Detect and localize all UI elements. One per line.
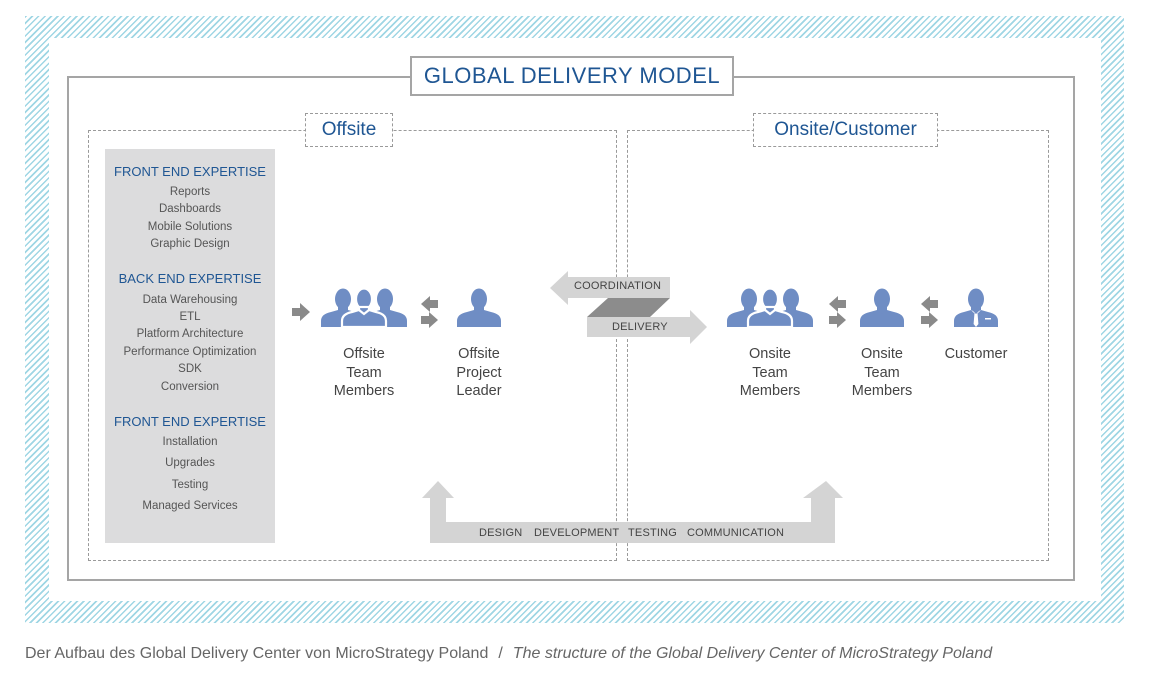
connector-slash (587, 298, 670, 317)
expertise-panel: FRONT END EXPERTISE Reports Dashboards M… (105, 149, 275, 543)
figure-caption: Der Aufbau des Global Delivery Center vo… (25, 645, 992, 663)
expertise-item: Graphic Design (150, 238, 230, 250)
caption-english: The structure of the Global Delivery Cen… (512, 645, 993, 662)
expertise-item: Dashboards (158, 203, 221, 215)
caption-separator: / (498, 645, 503, 662)
double-arrow-icon (829, 296, 846, 328)
coordination-arrow (550, 271, 670, 305)
expertise-heading: BACK END EXPERTISE (118, 271, 262, 286)
expertise-heading: FRONT END EXPERTISE (114, 164, 266, 179)
expertise-item: Managed Services (142, 500, 238, 512)
customer-label: Customer (944, 346, 1008, 362)
band-label-communication: COMMUNICATION (687, 527, 785, 539)
diagram-title: GLOBAL DELIVERY MODEL (410, 56, 734, 96)
band-label-design: DESIGN (479, 527, 523, 539)
onsite-team-icon (727, 287, 813, 329)
offsite-title: Offsite (305, 113, 393, 147)
expertise-item: Installation (162, 436, 218, 448)
expertise-item: ETL (179, 311, 201, 323)
double-arrow-icon (921, 296, 938, 328)
band-label-testing: TESTING (628, 527, 678, 539)
offsite-team-icon (321, 287, 407, 329)
process-band-arrow (422, 481, 843, 543)
expertise-item: Mobile Solutions (147, 221, 233, 233)
customer-icon (954, 288, 998, 327)
expertise-item: SDK (178, 363, 202, 375)
double-arrow-icon (421, 296, 438, 328)
expertise-heading: FRONT END EXPERTISE (114, 414, 266, 429)
expertise-item: Reports (169, 186, 211, 198)
caption-german: Der Aufbau des Global Delivery Center vo… (25, 645, 489, 662)
expertise-item: Testing (171, 479, 209, 491)
project-leader-icon (457, 288, 501, 327)
coordination-label: COORDINATION (574, 280, 662, 292)
right-arrow-icon (292, 303, 310, 321)
delivery-label: DELIVERY (612, 321, 668, 333)
expertise-item: Upgrades (165, 457, 215, 469)
onsite-member-icon (860, 288, 904, 327)
expertise-item: Conversion (160, 381, 220, 393)
expertise-item: Performance Optimization (123, 346, 257, 358)
expertise-item: Data Warehousing (142, 294, 238, 306)
band-label-development: DEVELOPMENT (534, 527, 620, 539)
onsite-title: Onsite/Customer (753, 113, 938, 147)
expertise-item: Platform Architecture (136, 328, 244, 340)
delivery-arrow (587, 310, 707, 344)
